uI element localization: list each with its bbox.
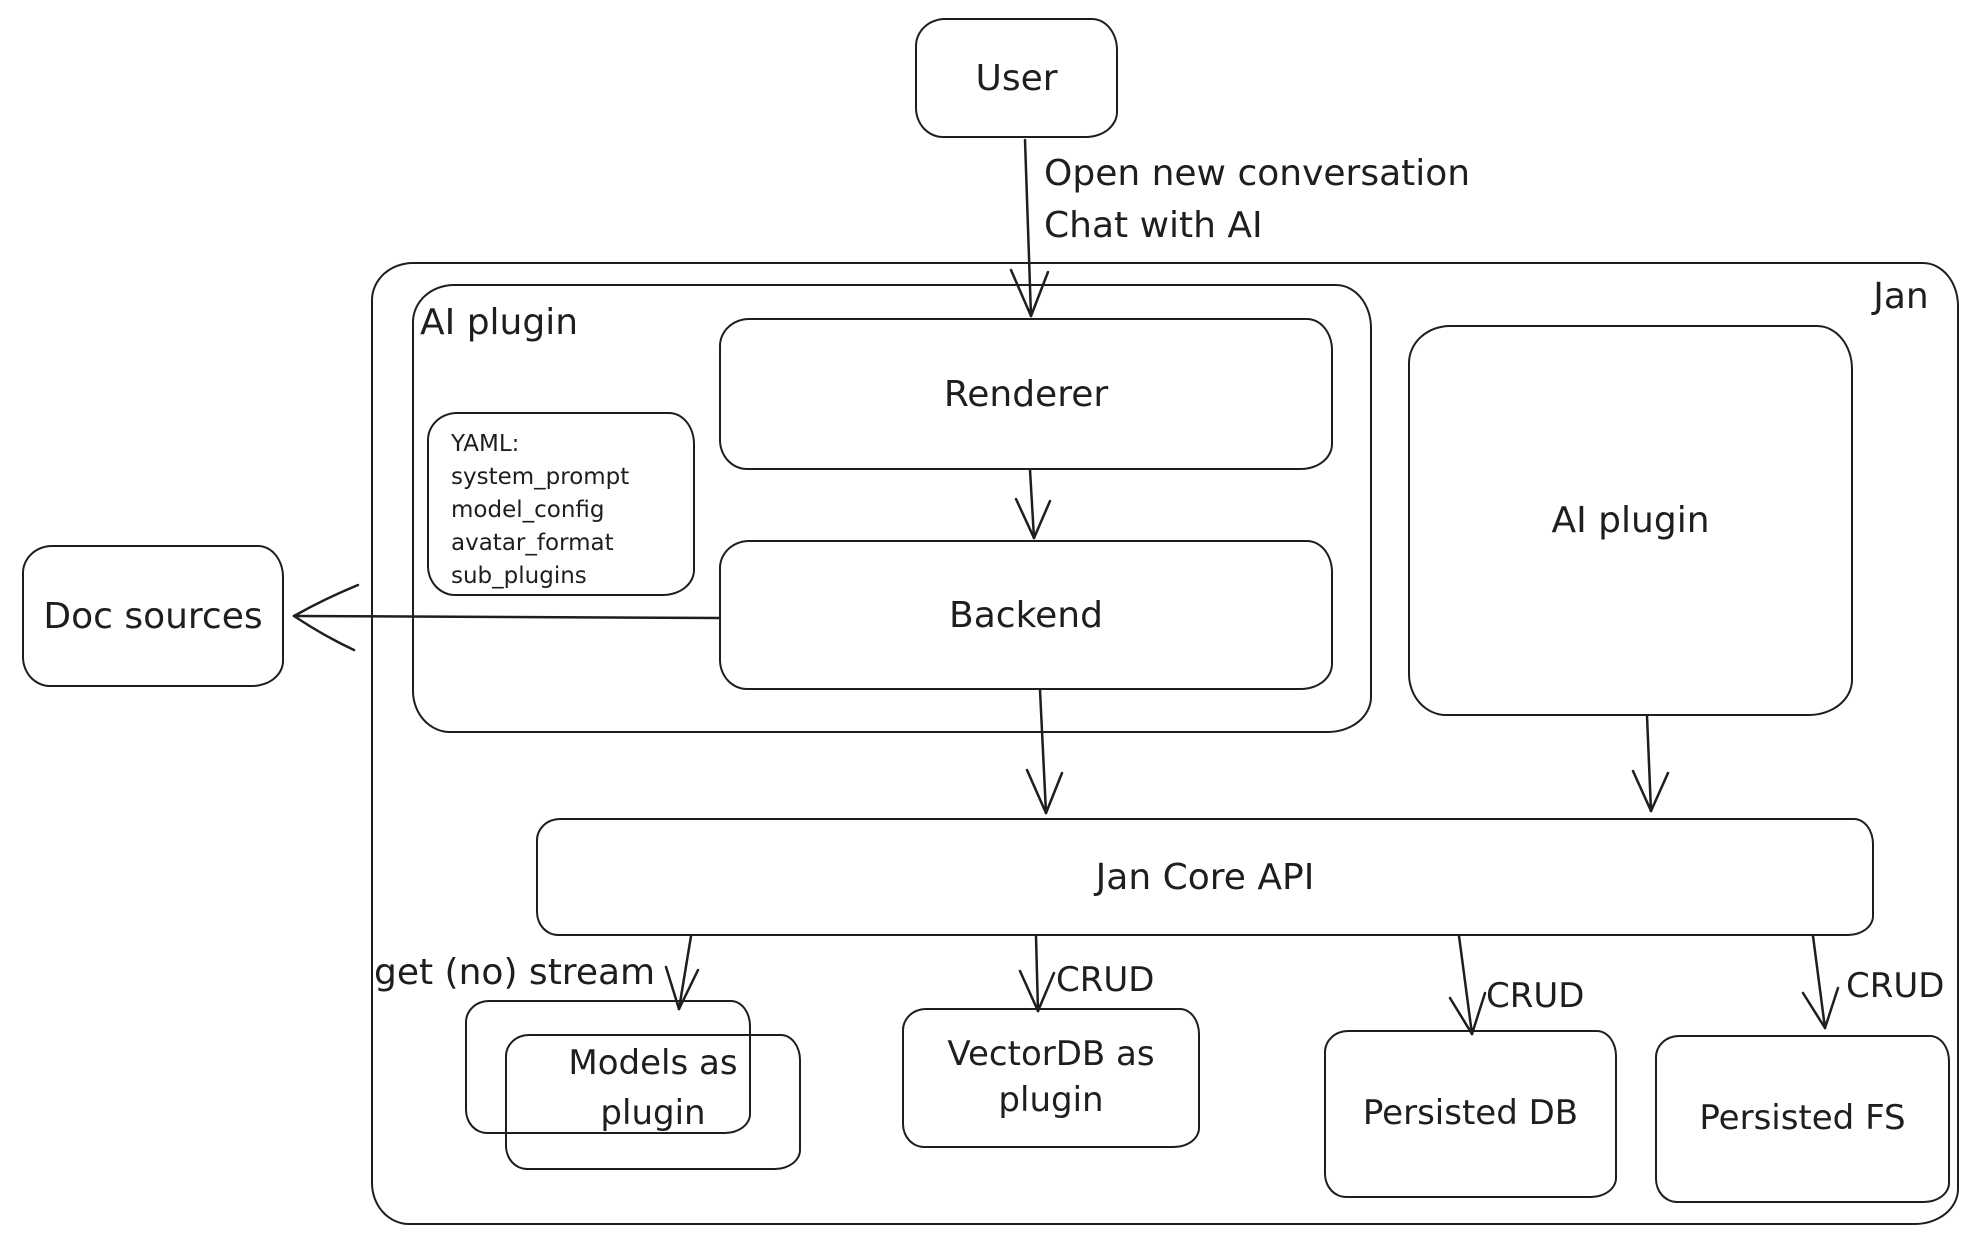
edge-label-open-conversation: Open new conversation [1044,153,1471,194]
node-models-as-plugin-back [465,1000,751,1134]
yaml-note-line: model_config [451,497,605,523]
yaml-note-line: sub_plugins [451,563,587,589]
node-vectordb-as-plugin-label: VectorDB as plugin [947,1034,1155,1120]
node-renderer: Renderer [719,318,1333,470]
edge-label-chat-with-ai: Chat with AI [1044,205,1263,246]
node-ai-plugin: AI plugin [1408,325,1853,716]
node-persisted-fs-label: Persisted FS [1699,1098,1906,1139]
node-user-label: User [975,57,1058,99]
node-user: User [915,18,1118,138]
edge-label-crud-persisted-db: CRUD [1486,976,1585,1016]
node-renderer-label: Renderer [943,373,1109,415]
yaml-note-line: YAML: [451,431,520,457]
node-jan-core-api: Jan Core API [536,818,1874,936]
edge-label-user-to-renderer: Open new conversation Chat with AI [1044,148,1470,252]
ai-plugin-group-container [412,284,1372,733]
node-ai-plugin-label: AI plugin [1551,500,1710,541]
node-vectordb-as-plugin: VectorDB as plugin [902,1008,1200,1148]
node-jan-core-api-label: Jan Core API [1095,856,1315,898]
yaml-note-line: system_prompt [451,464,630,490]
yaml-note: YAML: system_prompt model_config avatar_… [427,412,695,596]
node-backend: Backend [719,540,1333,690]
node-backend-label: Backend [949,594,1103,636]
node-persisted-fs: Persisted FS [1655,1035,1950,1203]
node-persisted-db: Persisted DB [1324,1030,1617,1198]
edge-label-get-no-stream: get (no) stream [374,952,656,993]
jan-container-label: Jan [1873,276,1929,317]
node-doc-sources-label: Doc sources [43,595,263,637]
node-persisted-db-label: Persisted DB [1362,1093,1579,1134]
yaml-note-line: avatar_format [451,530,614,556]
edge-label-crud-persisted-fs: CRUD [1846,966,1945,1006]
jan-container [371,262,1959,1225]
node-models-as-plugin [505,1034,801,1170]
node-models-as-plugin-label: Models as plugin [568,1043,738,1133]
ai-plugin-group-label: AI plugin [420,302,579,343]
edge-label-crud-vectordb: CRUD [1056,960,1155,1000]
node-doc-sources: Doc sources [22,545,284,687]
